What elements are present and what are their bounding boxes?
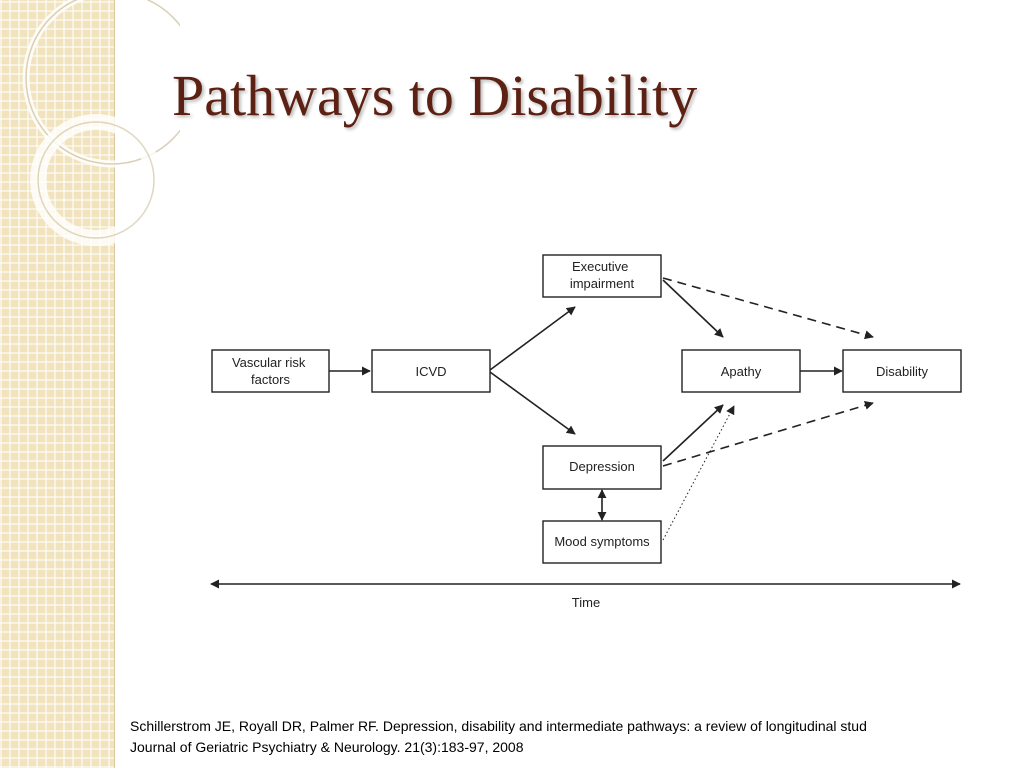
node-vascular-risk-factors: Vascular risk factors: [211, 349, 330, 393]
node-vascular-risk-line-2: factors: [251, 372, 291, 387]
slide-title: Pathways to Disability: [172, 63, 698, 128]
citation-line-2: Journal of Geriatric Psychiatry & Neurol…: [130, 739, 524, 755]
edge-icvd-to-depression: [489, 371, 576, 435]
node-icvd: ICVD: [371, 349, 491, 393]
edge-icvd-to-executive: [489, 306, 576, 371]
node-mood-symptoms: Mood symptoms: [542, 520, 662, 564]
edge-executive-to-disability: [662, 277, 874, 340]
node-mood-label: Mood symptoms: [554, 534, 650, 549]
node-icvd-label: ICVD: [415, 364, 446, 379]
time-axis-label: Time: [572, 595, 600, 610]
node-executive-line-2: impairment: [570, 276, 635, 291]
edge-depression-to-apathy: [662, 404, 724, 462]
edge-executive-to-apathy: [662, 279, 724, 338]
svg-text:Vascular risk factors: Vascular risk factors: [232, 355, 309, 387]
node-executive-line-1: Executive: [572, 259, 628, 274]
node-depression-label: Depression: [569, 459, 635, 474]
svg-text:Executive impairment: Executive impairment: [570, 259, 635, 291]
edge-mood-to-apathy: [662, 405, 735, 541]
node-vascular-risk-line-1: Vascular risk: [232, 355, 306, 370]
decorative-rings: [22, 0, 180, 246]
node-executive-impairment: Executive impairment: [542, 254, 662, 298]
node-apathy-label: Apathy: [721, 364, 762, 379]
citation: Schillerstrom JE, Royall DR, Palmer RF. …: [130, 716, 1024, 758]
node-apathy: Apathy: [681, 349, 801, 393]
citation-line-1: Schillerstrom JE, Royall DR, Palmer RF. …: [130, 718, 867, 734]
node-depression: Depression: [542, 445, 662, 490]
node-disability: Disability: [842, 349, 962, 393]
edge-depression-to-disability: [662, 401, 874, 467]
node-disability-label: Disability: [876, 364, 929, 379]
